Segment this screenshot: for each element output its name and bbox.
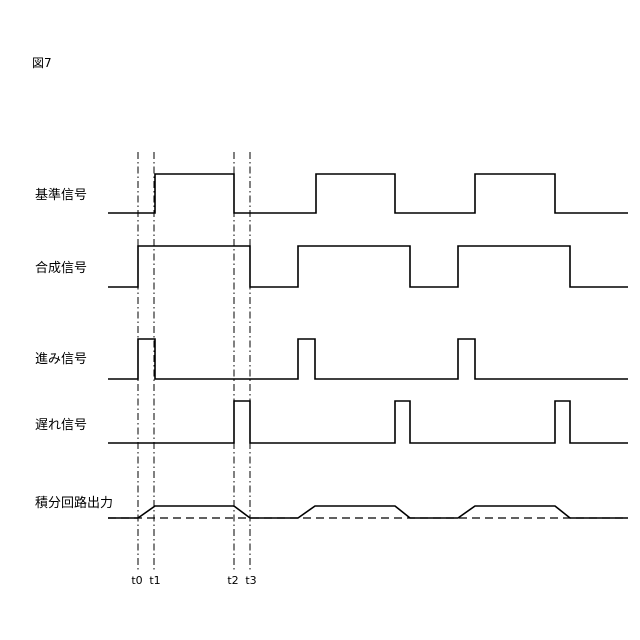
lead-signal-waveform <box>108 339 628 379</box>
composite-signal-label: 合成信号 <box>35 261 87 276</box>
t1-label: t1 <box>149 574 160 587</box>
composite-signal-waveform <box>108 246 628 287</box>
t0-label: t0 <box>131 574 142 587</box>
t2-label: t2 <box>227 574 238 587</box>
lag-signal-waveform <box>108 401 628 443</box>
t3-label: t3 <box>245 574 256 587</box>
reference-signal-label: 基準信号 <box>35 187 87 203</box>
integral-output-label: 積分回路出力 <box>35 495 113 511</box>
lead-signal-label: 進み信号 <box>35 352 87 367</box>
lag-signal-label: 遅れ信号 <box>35 418 87 433</box>
reference-signal-waveform <box>108 174 628 213</box>
figure-label: 図7 <box>32 56 52 70</box>
integral-output-waveform <box>108 506 628 518</box>
